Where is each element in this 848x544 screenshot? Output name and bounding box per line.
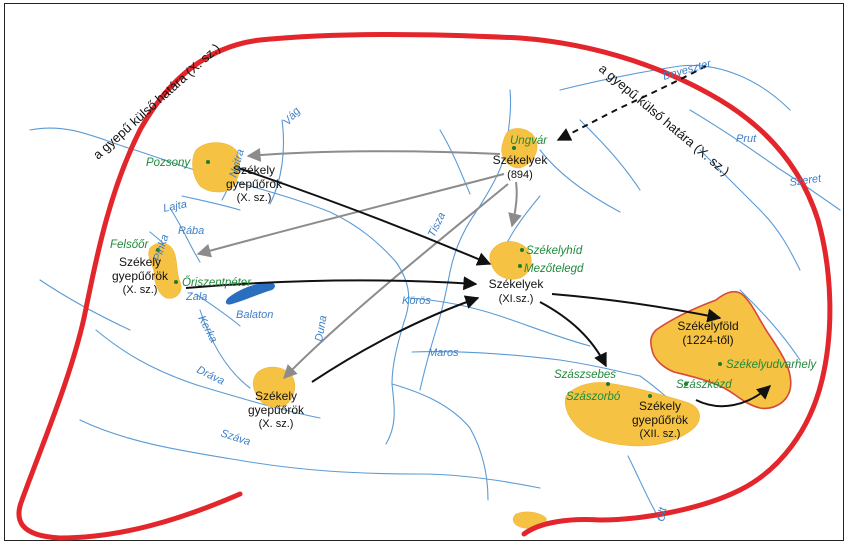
river-label-olt: Olt: [655, 506, 669, 523]
river-label-vag: Vág: [281, 105, 303, 128]
szekelyfold-area: [650, 290, 792, 410]
group-south-line3: (X. sz.): [259, 418, 294, 430]
river-label-zala: Zala: [185, 291, 207, 303]
settlement-dots: [156, 146, 722, 398]
group-szekelyfold-line1: Székelyföld: [677, 319, 738, 333]
group-transylvania-line1: Székely: [639, 399, 681, 413]
river-label-prut: Prut: [736, 133, 757, 145]
group-transylvania-line3: (XII. sz.): [640, 428, 681, 440]
group-west-line1: Székely: [119, 255, 161, 269]
group-transylvania: Székely gyepűőrök (XII. sz.): [632, 399, 689, 440]
river-label-maros: Maros: [428, 347, 459, 359]
river-label-dnyeszter: Dnyeszter: [662, 57, 714, 83]
group-transylvania-line2: gyepűőrök: [632, 413, 689, 427]
gyepu-outer-border: [16, 32, 833, 541]
group-south-line1: Székely: [255, 389, 297, 403]
place-pozsony: Pozsony: [146, 157, 191, 169]
group-bihar-line1: Székelyek: [489, 277, 545, 291]
group-ungvar: Székelyek (894): [493, 153, 549, 181]
black-arrows: [185, 167, 772, 408]
group-south: Székely gyepűőrök (X. sz.): [248, 389, 305, 430]
lake-label-balaton: Balaton: [236, 309, 273, 321]
group-pozsony: Székely gyepűőrök (X. sz.): [226, 163, 283, 204]
group-bihar-line2: (XI.sz.): [499, 293, 534, 305]
group-szekelyfold: Székelyföld (1224-től): [677, 319, 738, 347]
place-felsoor: Felsőőr: [110, 239, 150, 251]
place-szekelyudvarhely: Székelyudvarhely: [726, 359, 817, 371]
lake-balaton: [225, 282, 275, 305]
place-ungvar: Ungvár: [510, 135, 548, 147]
river-label-kerka: Kerka: [195, 314, 219, 345]
border-label-west: a gyepű külső határa (X. sz.): [90, 40, 223, 162]
group-pozsony-line3: (X. sz.): [237, 192, 272, 204]
place-szaszorbo: Szászorbó: [566, 391, 621, 403]
river-label-lajta: Lajta: [162, 198, 188, 215]
group-pozsony-line2: gyepűőrök: [226, 177, 283, 191]
group-bihar: Székelyek (XI.sz.): [489, 277, 545, 305]
place-oriszentpeter: Őriszentpéter: [182, 275, 252, 289]
group-pozsony-line1: Székely: [233, 163, 275, 177]
river-label-drava: Dráva: [195, 364, 227, 388]
group-west-line2: gyepűőrök: [112, 269, 169, 283]
river-label-szava: Száva: [219, 427, 252, 448]
place-szaszsebes: Szászsebes: [554, 369, 616, 381]
river-label-koros: Körös: [402, 295, 431, 307]
arrow-arrival-894: [556, 65, 707, 141]
group-west: Székely gyepűőrök (X. sz.): [112, 255, 169, 296]
group-ungvar-line1: Székelyek: [493, 153, 549, 167]
group-szekelyfold-line2: (1224-től): [682, 333, 733, 347]
river-label-szeret: Szeret: [789, 173, 823, 189]
group-south-line2: gyepűőrök: [248, 403, 305, 417]
river-label-duna: Duna: [313, 315, 329, 343]
river-label-raba: Rába: [178, 225, 204, 237]
place-szekelyhid: Székelyhíd: [526, 245, 583, 257]
group-ungvar-line2: (894): [507, 169, 533, 181]
map-frame: [4, 3, 844, 541]
place-mezotelegd: Mezőtelegd: [524, 263, 584, 275]
group-west-line3: (X. sz.): [123, 284, 158, 296]
place-szaszkezd: Szászkézd: [676, 379, 732, 391]
